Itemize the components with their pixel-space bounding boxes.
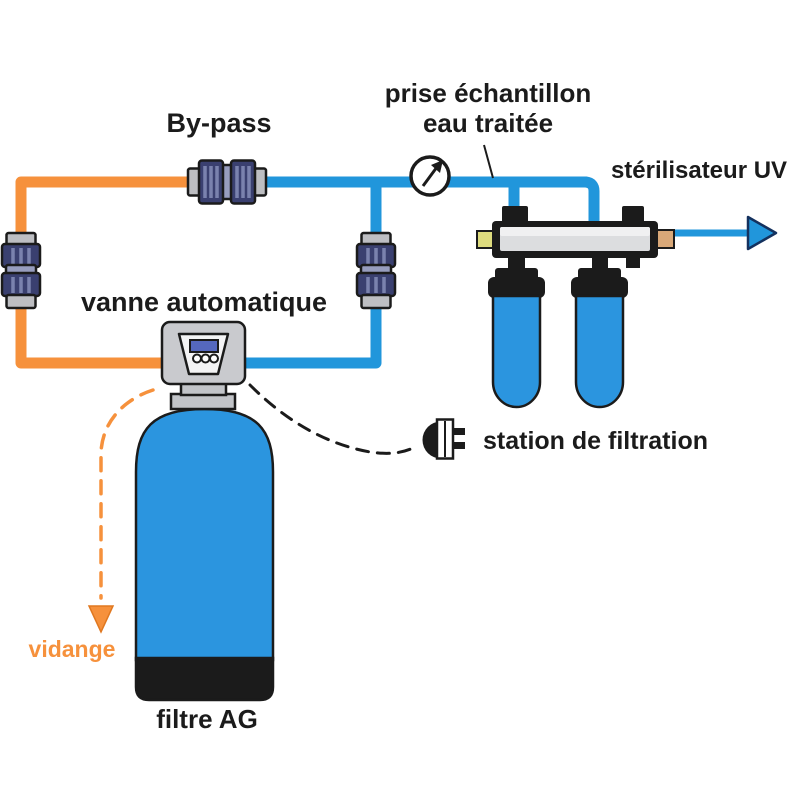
filter-cartridge-1-body bbox=[491, 294, 542, 409]
sample-tap-label: prise échantillon eau traitée bbox=[385, 78, 592, 138]
ag-filter-label: filtre AG bbox=[156, 704, 258, 734]
uv-body-highlight bbox=[500, 227, 650, 236]
sample-tap-label-line1: prise échantillon bbox=[384, 78, 592, 108]
bypass-union-fitting bbox=[186, 159, 268, 205]
filtration-station-label: station de filtration bbox=[483, 427, 708, 455]
inlet-union-fitting bbox=[0, 231, 42, 310]
tank-base bbox=[134, 656, 275, 702]
treated-water-pipe-return bbox=[240, 182, 382, 369]
return-union-fitting bbox=[355, 231, 397, 310]
pressure-gauge-icon bbox=[409, 155, 451, 197]
bypass-label: By-pass bbox=[166, 108, 272, 138]
treated-water-pipe-top bbox=[255, 176, 600, 222]
uv-sterilizer bbox=[476, 206, 675, 273]
lamp-end-left bbox=[476, 230, 495, 249]
drain-arrow-icon bbox=[87, 605, 115, 634]
automatic-valve-label: vanne automatique bbox=[80, 287, 328, 317]
tank-body bbox=[134, 407, 275, 662]
filter-cartridge-2-body bbox=[574, 294, 625, 409]
manifold-port-left bbox=[502, 206, 528, 224]
sample-tap-leader-line bbox=[483, 144, 494, 179]
valve-button-2 bbox=[200, 353, 211, 364]
power-plug-icon bbox=[422, 418, 465, 460]
flow-arrow-icon bbox=[746, 215, 778, 251]
power-cable-dashed-line bbox=[248, 383, 419, 455]
ag-filter-tank bbox=[134, 379, 275, 702]
uv-sterilizer-label: stérilisateur UV bbox=[610, 157, 788, 184]
valve-button-1 bbox=[192, 353, 202, 364]
filter-cartridge-1 bbox=[488, 268, 545, 409]
sample-tap-label-line2: eau traitée bbox=[422, 108, 554, 138]
filter-cartridge-2 bbox=[571, 268, 628, 409]
drain-label: vidange bbox=[28, 636, 116, 662]
manifold-port-right bbox=[622, 206, 644, 224]
lamp-stub bbox=[626, 255, 640, 268]
drain-dashed-line bbox=[99, 388, 155, 600]
valve-display bbox=[189, 339, 219, 353]
automatic-valve-head bbox=[160, 320, 247, 386]
valve-button-3 bbox=[209, 353, 219, 364]
